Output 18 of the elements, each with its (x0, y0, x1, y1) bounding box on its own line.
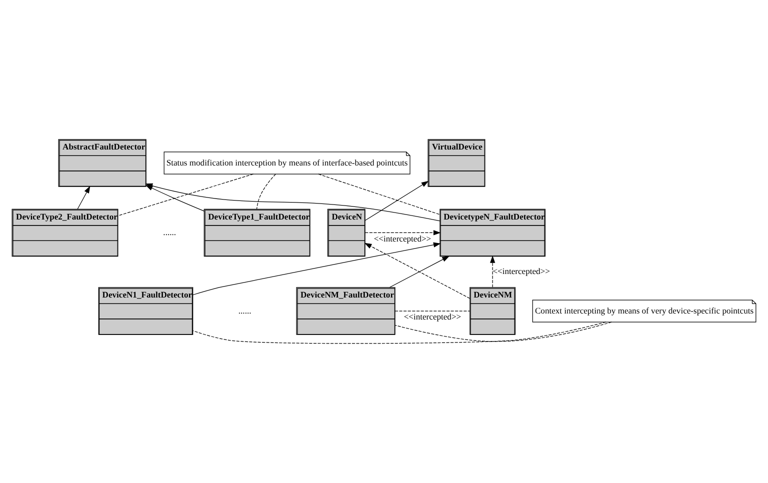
arrow (192, 242, 441, 296)
label: ...... (163, 226, 176, 237)
connector (394, 310, 470, 312)
connector (192, 322, 606, 344)
edge-label: <<intercepted>> (492, 266, 550, 276)
arrow (364, 180, 429, 221)
arrow (490, 256, 496, 288)
connector (118, 174, 254, 216)
label: ...... (238, 305, 252, 316)
connector (394, 322, 612, 342)
arrow (364, 242, 470, 299)
connector (256, 174, 276, 210)
connector (318, 174, 440, 215)
arrow (77, 186, 90, 210)
arrow (364, 230, 441, 236)
edge-label: <<intercepted>> (404, 312, 462, 322)
edge-label: <<intercepted>> (374, 233, 432, 244)
arrow (389, 256, 450, 288)
